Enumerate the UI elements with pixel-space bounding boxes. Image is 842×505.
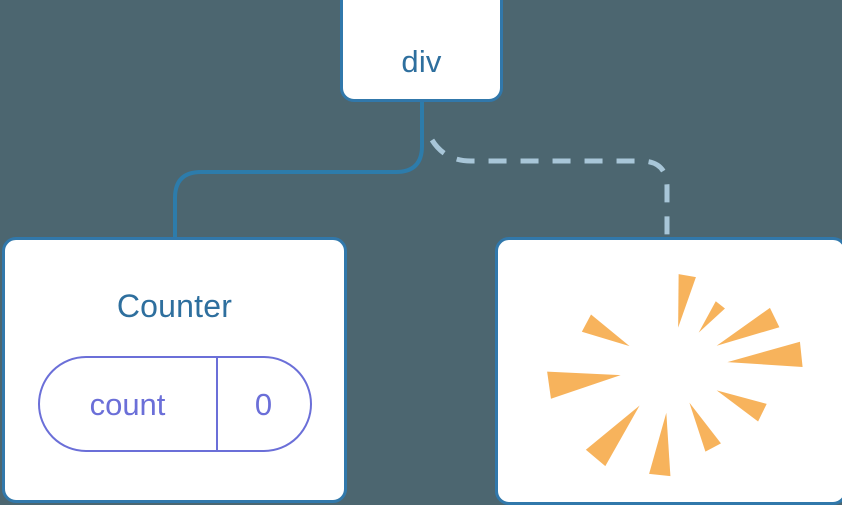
sparkle-ray-6: [649, 412, 671, 477]
node-div-label: div: [401, 44, 442, 79]
sparkle-ray-5: [689, 402, 721, 452]
edge-root-to-counter: [173, 100, 424, 242]
sparkle-ray-4: [716, 390, 767, 422]
node-counter-title: Counter: [116, 288, 233, 324]
node-rerender[interactable]: [495, 237, 842, 505]
edge-root-to-rerender: [429, 138, 670, 240]
prop-pill-value: 0: [215, 358, 310, 450]
sparkle-ray-7: [585, 405, 640, 467]
sparkle-ray-1: [698, 301, 725, 333]
prop-pill-key: count: [89, 386, 166, 422]
sparkle-ray-3: [727, 341, 803, 367]
node-counter[interactable]: Counter count 0: [2, 237, 347, 503]
sparkle-ray-9: [581, 314, 630, 347]
sparkle-ray-8: [547, 371, 621, 399]
node-div[interactable]: div: [340, 0, 503, 102]
sparkle-ray-group: [547, 274, 803, 477]
sparkle-ray-2: [716, 307, 780, 346]
sparkle-burst-icon: [547, 274, 803, 477]
sparkle-ray-0: [678, 274, 696, 328]
prop-pill-count[interactable]: count 0: [37, 356, 312, 452]
